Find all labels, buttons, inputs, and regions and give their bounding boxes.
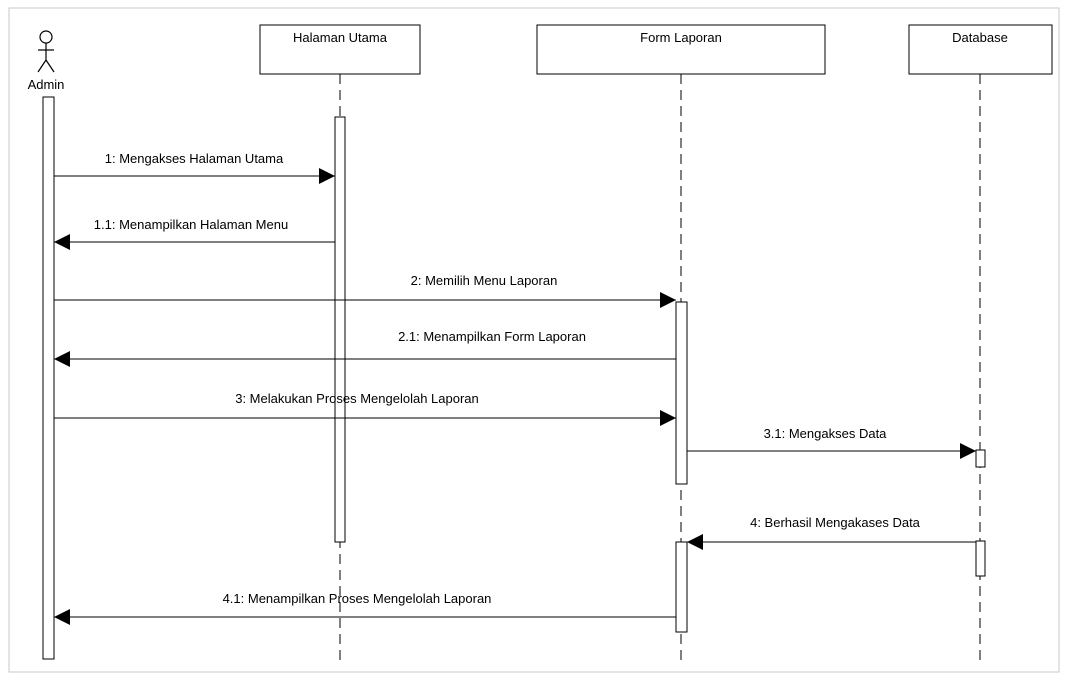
- participant-label: Database: [952, 30, 1008, 45]
- message-label: 2.1: Menampilkan Form Laporan: [398, 329, 586, 344]
- message-label: 1: Mengakses Halaman Utama: [105, 151, 284, 166]
- activation-bar-form-laporan: [675, 301, 688, 485]
- message-label: 2: Memilih Menu Laporan: [411, 273, 558, 288]
- actor-stick-figure-icon: [37, 30, 55, 73]
- message-label: 3: Melakukan Proses Mengelolah Laporan: [235, 391, 479, 406]
- message-label: 1.1: Menampilkan Halaman Menu: [94, 217, 288, 232]
- activation-bar-database: [975, 540, 986, 577]
- participant-box: [536, 24, 826, 75]
- participant-halaman-utama: Halaman Utama: [259, 24, 421, 75]
- message-label: 4.1: Menampilkan Proses Mengelolah Lapor…: [223, 591, 492, 606]
- actor-label: Admin: [28, 77, 65, 92]
- activation-bar-database: [975, 449, 986, 468]
- diagram-frame: [8, 7, 1060, 673]
- participant-label: Halaman Utama: [293, 30, 388, 45]
- participant-box: [908, 24, 1053, 75]
- participant-box: [259, 24, 421, 75]
- activation-bar-form-laporan: [675, 541, 688, 633]
- activation-bar-halaman-utama: [334, 116, 346, 543]
- actor-admin: Admin: [28, 30, 65, 92]
- participant-form-laporan: Form Laporan: [536, 24, 826, 75]
- participant-label: Form Laporan: [640, 30, 722, 45]
- activation-bar-admin: [42, 96, 55, 660]
- message-label: 4: Berhasil Mengakases Data: [750, 515, 921, 530]
- message-label: 3.1: Mengakses Data: [764, 426, 888, 441]
- participant-database: Database: [908, 24, 1053, 75]
